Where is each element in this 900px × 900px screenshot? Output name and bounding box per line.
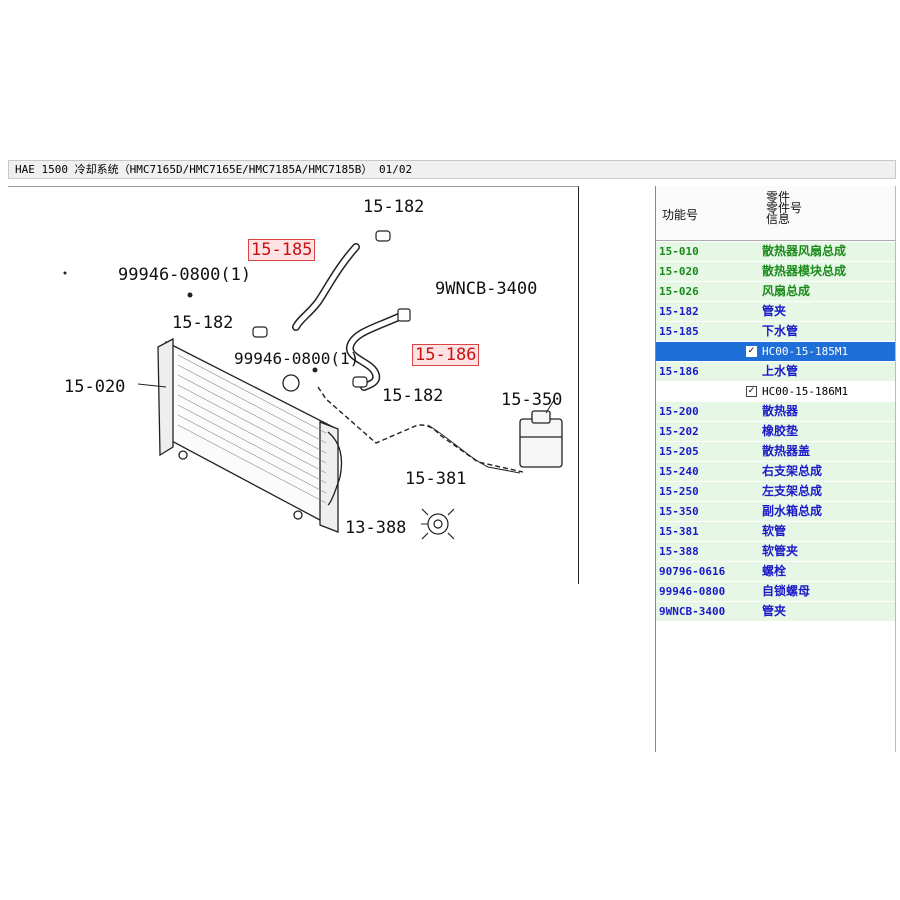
part-number: HC00-15-185M1 (762, 345, 849, 358)
clamps (252, 230, 411, 388)
table-row[interactable]: 15-350 副水箱总成 (656, 502, 895, 522)
callout-99946-0800-a[interactable]: 99946-0800(1) (118, 265, 252, 285)
part-name: 下水管 (762, 324, 799, 338)
empty-diagram-area (0, 584, 655, 754)
checkbox[interactable]: ✓ (746, 346, 757, 357)
callout-13-388[interactable]: 13-388 (345, 518, 407, 538)
parts-table-rows: 15-010 散热器风扇总成 15-020 散热器模块总成 15-026 风扇总成 15-1… (656, 242, 895, 622)
callout-15-182-top[interactable]: 15-182 (363, 197, 425, 217)
callout-15-182-low[interactable]: 15-182 (382, 386, 444, 406)
callout-15-381[interactable]: 15-381 (405, 469, 467, 489)
header-part-info: 零件 零件号 信息 (766, 190, 803, 226)
exploded-parts-diagram[interactable]: 15-182 15-185 99946-0800(1) 9WNCB-3400 1… (8, 186, 579, 585)
radiator-illustration (157, 337, 343, 533)
nut-99946-a (187, 292, 193, 298)
table-row[interactable]: 15-186 上水管 (656, 362, 895, 382)
function-code: 15-205 (659, 445, 699, 458)
table-row[interactable]: 15-200 散热器 (656, 402, 895, 422)
function-code: 15-182 (659, 305, 699, 318)
part-name: 散热器 (762, 404, 799, 418)
table-row[interactable]: 15-205 散热器盖 (656, 442, 895, 462)
header-function-code: 功能号 (662, 208, 699, 222)
function-code: 15-026 (659, 285, 699, 298)
function-code: 99946-0800 (659, 585, 726, 598)
part-number-row[interactable]: ✓ HC00-15-185M1 (656, 342, 895, 362)
table-row[interactable]: 15-185 下水管 (656, 322, 895, 342)
callout-15-186[interactable]: 15-186 (412, 344, 480, 366)
function-code: 15-010 (659, 245, 699, 258)
part-name: 左支架总成 (762, 484, 823, 498)
table-row[interactable]: 90796-0616 螺栓 (656, 562, 895, 582)
function-code: 15-350 (659, 505, 699, 518)
leader-15-020 (137, 383, 167, 388)
part-name: 软管 (762, 524, 787, 538)
callout-9wncb-3400[interactable]: 9WNCB-3400 (435, 279, 538, 299)
nut-99946-b (312, 367, 318, 373)
callout-99946-0800-b[interactable]: 99946-0800(1) (234, 349, 360, 368)
function-code: 15-186 (659, 365, 699, 378)
parts-table-header: 功能号 零件 零件号 信息 (656, 186, 895, 241)
part-name: 风扇总成 (762, 284, 811, 298)
table-row[interactable]: 15-240 右支架总成 (656, 462, 895, 482)
diagram-title-bar: HAE 1500 冷却系统（HMC7165D/HMC7165E/HMC7185A… (8, 160, 896, 179)
part-number-row[interactable]: ✓ HC00-15-186M1 (656, 382, 895, 402)
function-code: 15-020 (659, 265, 699, 278)
part-name: 软管夹 (762, 544, 799, 558)
callout-15-182-mid[interactable]: 15-182 (172, 313, 234, 333)
table-row[interactable]: 15-388 软管夹 (656, 542, 895, 562)
table-row[interactable]: 15-020 散热器模块总成 (656, 262, 895, 282)
function-code: 15-250 (659, 485, 699, 498)
part-name: 上水管 (762, 364, 799, 378)
callout-15-185[interactable]: 15-185 (248, 239, 316, 261)
table-row[interactable]: 99946-0800 自锁螺母 (656, 582, 895, 602)
part-name: 管夹 (762, 304, 787, 318)
part-name: 自锁螺母 (762, 584, 811, 598)
table-row[interactable]: 9WNCB-3400 管夹 (656, 602, 895, 622)
diagram-drawing (63, 230, 563, 540)
part-name: 散热器盖 (762, 444, 811, 458)
callout-15-350[interactable]: 15-350 (501, 390, 563, 410)
function-code: 9WNCB-3400 (659, 605, 726, 618)
part-name: 散热器风扇总成 (762, 244, 847, 258)
function-code: 15-200 (659, 405, 699, 418)
reservoir-15-350 (519, 410, 563, 468)
function-code: 15-381 (659, 525, 699, 538)
table-row[interactable]: 15-381 软管 (656, 522, 895, 542)
function-code: 90796-0616 (659, 565, 726, 578)
checkbox[interactable]: ✓ (746, 386, 757, 397)
function-code: 15-240 (659, 465, 699, 478)
function-code: 15-388 (659, 545, 699, 558)
function-code: 15-202 (659, 425, 699, 438)
table-row[interactable]: 15-202 橡胶垫 (656, 422, 895, 442)
part-name: 螺栓 (762, 564, 787, 578)
part-name: 散热器模块总成 (762, 264, 847, 278)
callout-15-020[interactable]: 15-020 (64, 377, 126, 397)
part-number: HC00-15-186M1 (762, 385, 849, 398)
function-code: 15-185 (659, 325, 699, 338)
table-row[interactable]: 15-010 散热器风扇总成 (656, 242, 895, 262)
part-name: 副水箱总成 (762, 504, 823, 518)
part-name: 橡胶垫 (762, 424, 799, 438)
part-name: 右支架总成 (762, 464, 823, 478)
table-row[interactable]: 15-250 左支架总成 (656, 482, 895, 502)
part-name: 管夹 (762, 604, 787, 618)
table-row[interactable]: 15-026 风扇总成 (656, 282, 895, 302)
table-row[interactable]: 15-182 管夹 (656, 302, 895, 322)
